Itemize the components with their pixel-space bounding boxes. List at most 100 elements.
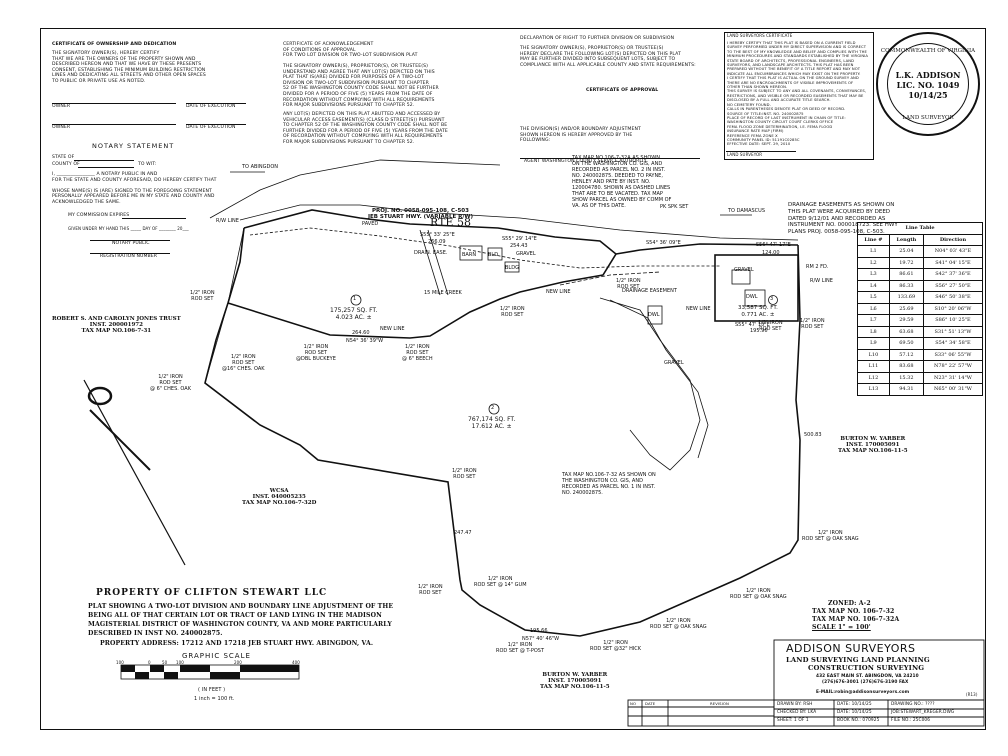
tax-note-mid: TAX MAP NO.106-7-32 AS SHOWN ON THE WASH…: [562, 472, 656, 496]
commission-expires: MY COMMISSION EXPIRES: [68, 213, 130, 218]
owner-sig-line-2: [52, 124, 176, 125]
scale-tick-4: 100: [176, 660, 184, 665]
seal-top-text: COMMONWEALTH OF VIRGINIA: [880, 48, 976, 54]
tax-map-2: TAX MAP NO. 106-7-32A: [812, 616, 900, 623]
cell: 133.69: [888, 291, 924, 304]
cell: N23° 31' 14"W: [922, 371, 984, 384]
north-arrow-shaft: [83, 379, 186, 566]
seal-center: L.K. ADDISON LIC. NO. 1049 10/14/25: [878, 70, 978, 100]
scale-seg-1: [121, 665, 135, 672]
approval-body: THE DIVISION(S) AND/OR BOUNDARY ADJUSTME…: [520, 127, 641, 144]
distance-5: 124.00: [762, 250, 780, 256]
dwl-rect-2: [744, 289, 766, 307]
scale-seg-6: [210, 672, 240, 679]
drainage-note: DRAINAGE EASEMENTS AS SHOWN ON THIS PLAT…: [788, 202, 898, 236]
rev-date-header: DATE: [645, 701, 656, 706]
gravel-label-2: GRAVEL: [734, 267, 754, 273]
gravel-label-3: GRAVEL: [664, 360, 684, 366]
pin-label-6: 1/2" IRON ROD SET: [500, 306, 525, 318]
pin-label-14: 1/2" IRON ROD SET @ T-POST: [496, 642, 544, 654]
cell: 19.72: [888, 256, 924, 269]
owner-sig-line-1: [52, 103, 176, 104]
scale-seg-4: [164, 672, 178, 679]
cell: S86° 10' 25"E: [922, 314, 984, 327]
lot1-number: 1: [353, 296, 357, 302]
rev-revision-header: REVISION: [710, 701, 729, 706]
scale-seg-5: [180, 665, 210, 672]
barn-label: BARN: [462, 252, 477, 258]
dwl-label-2: DWL: [746, 294, 758, 300]
cell: 86.61: [888, 268, 924, 281]
pin-label-3: 1/2" IRON ROD SET @ 6" BEECH: [402, 344, 433, 362]
surveyor-seal: COMMONWEALTH OF VIRGINIA L.K. ADDISON LI…: [876, 32, 980, 136]
boundary-west: [204, 227, 801, 637]
sheet-number: SHEET: 1 OF 1: [777, 718, 809, 723]
surveyor-cert-box: [724, 32, 874, 160]
cell: L8: [857, 325, 890, 338]
tax-note-top: TAX MAP NO.106-7-32A AS SHOWN ON THE WAS…: [572, 155, 672, 209]
robert-jones-label: ROBERT S. AND CAROLYN JONES TRUST INST. …: [52, 316, 181, 334]
distance-3: 254.43: [510, 243, 528, 249]
scale-seg-3: [150, 665, 164, 672]
surveyor-sig: LAND SURVEYOR: [727, 152, 763, 157]
cell: S41° 04' 15"E: [922, 256, 984, 269]
distance-8: 247.47: [454, 530, 472, 536]
boundary-road-north: [615, 243, 799, 255]
cell: 25.04: [888, 245, 924, 258]
date-execution-1: DATE OF EXECUTION: [186, 104, 236, 109]
lot1-circle: [350, 294, 362, 306]
col-line: Line #: [857, 233, 890, 246]
plat-description: PLAT SHOWING A TWO-LOT DIVISION AND BOUN…: [88, 603, 394, 637]
date-line-1: [186, 103, 246, 104]
pin-label-9: 1/2" IRON ROD SET @ OAK SNAG: [802, 530, 859, 542]
in-feet-label: ( IN FEET ): [198, 687, 226, 693]
surveyor-body: I HEREBY CERTIFY THAT THIS PLAT IS BASED…: [727, 41, 869, 147]
pin-label-7: 1/2" IRON ROD SET: [616, 278, 641, 290]
cell: L5: [857, 291, 890, 304]
pin-label-4: 1/2" IRON ROD SET @16" CHES. OAK: [222, 354, 265, 372]
pk-set-label: PK SPK SET: [660, 204, 689, 210]
cell: L10: [857, 348, 890, 361]
distance-2: 264.60: [352, 330, 370, 336]
cell: S31° 51' 13"W: [922, 325, 984, 338]
lot1-area: 175,257 SQ. FT. 4.023 AC. ±: [330, 307, 378, 321]
pin-label-15: 1/2" IRON ROD SET: [418, 584, 443, 596]
book-number: BOOK NO.: 070925: [837, 718, 880, 723]
bearing-4: S56° 47' 17"E: [756, 242, 791, 248]
seal-lic: LIC. NO. 1049: [896, 80, 960, 90]
cell: L6: [857, 302, 890, 315]
l1-line: [227, 227, 245, 304]
cell: L2: [857, 256, 890, 269]
gravel-label-1: GRAVEL: [516, 251, 536, 257]
distance-6: 500.83: [804, 432, 822, 438]
state-of: STATE OF: [52, 155, 75, 160]
decl-title: DECLARATION OF RIGHT TO FURTHER DIVISION…: [520, 36, 675, 41]
zoned-label: ZONED: A-2: [828, 600, 871, 607]
col-direction: Direction: [922, 233, 984, 246]
rm-fd-label: RM 2 FD.: [806, 264, 829, 270]
drainage-easement-label: DRAINAGE EASEMENT: [622, 288, 677, 294]
distance-1: 266.09: [428, 239, 446, 245]
col-length: Length: [888, 233, 924, 246]
line-table-header-row: Line # Length Direction: [857, 233, 984, 246]
firm-services-2: CONSTRUCTION SURVEYING: [808, 664, 925, 672]
pin-label-16: 1/2" IRON ROD SET: [452, 468, 477, 480]
dwl-rect-1: [647, 305, 663, 325]
boundary-lot1: [227, 209, 618, 339]
rw-line-north: [209, 159, 501, 219]
paved-label: PAVED: [362, 221, 379, 227]
bearing-5: N54° 36' 39"W: [346, 338, 384, 344]
cell: 15.32: [888, 371, 924, 384]
firm-address: 432 EAST MAIN ST. ABINGDON, VA 24210: [816, 674, 919, 679]
cell: L1: [857, 245, 890, 258]
scale-tick-2: 0: [148, 660, 151, 665]
agent-sig-line: [520, 158, 700, 159]
to-wit: TO WIT:: [138, 162, 157, 167]
